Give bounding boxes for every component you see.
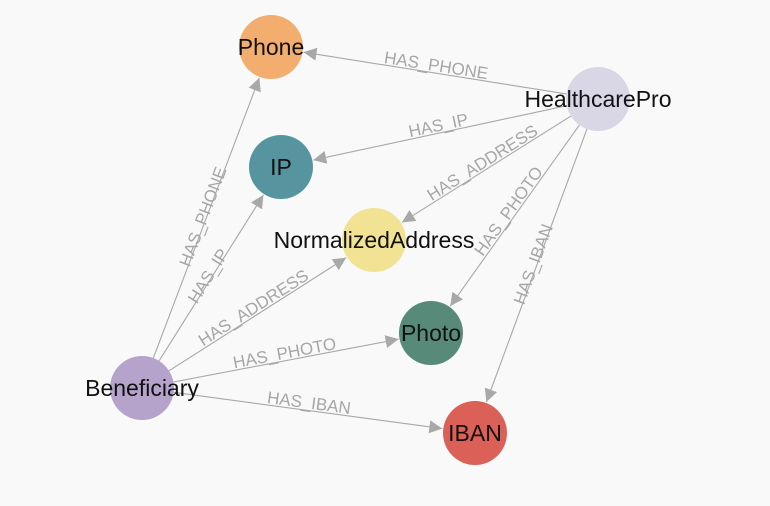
node-phone[interactable]: Phone <box>238 15 305 79</box>
node-iban[interactable]: IBAN <box>443 401 507 465</box>
edge-line <box>484 128 588 403</box>
node-label: IP <box>270 154 292 180</box>
edge-ben-iban: HAS_IBAN <box>173 388 443 434</box>
node-photo[interactable]: Photo <box>399 301 463 365</box>
node-circle[interactable] <box>239 15 303 79</box>
node-label: NormalizedAddress <box>274 227 475 253</box>
edge-line <box>303 47 567 95</box>
node-circle[interactable] <box>399 301 463 365</box>
node-circle[interactable] <box>110 356 174 420</box>
edge-label: HAS_IP <box>407 110 470 141</box>
edge-line <box>173 391 443 434</box>
edge-line <box>152 77 261 359</box>
node-label: IBAN <box>448 420 502 446</box>
edge-line <box>313 105 567 164</box>
node-beneficiary[interactable]: Beneficiary <box>85 356 199 420</box>
edge-label: HAS_IBAN <box>266 388 352 418</box>
node-ip[interactable]: IP <box>249 135 313 199</box>
node-label: Phone <box>238 34 305 60</box>
node-circle[interactable] <box>443 401 507 465</box>
edge-label: HAS_IBAN <box>510 222 557 307</box>
node-normalizedaddress[interactable]: NormalizedAddress <box>274 208 475 272</box>
edge-line <box>173 335 399 383</box>
node-circle[interactable] <box>249 135 313 199</box>
node-circle[interactable] <box>342 208 406 272</box>
edge-line <box>168 257 347 372</box>
edge-label: HAS_PHONE <box>383 48 490 83</box>
node-label: HealthcarePro <box>524 86 671 112</box>
node-healthcarepro[interactable]: HealthcarePro <box>524 67 672 131</box>
node-label: Photo <box>401 320 461 346</box>
node-circle[interactable] <box>566 67 630 131</box>
edge-line <box>158 194 264 362</box>
edge-line <box>449 124 580 307</box>
edge-line <box>401 115 572 223</box>
node-label: Beneficiary <box>85 375 199 401</box>
edge-label: HAS_PHOTO <box>231 334 337 372</box>
